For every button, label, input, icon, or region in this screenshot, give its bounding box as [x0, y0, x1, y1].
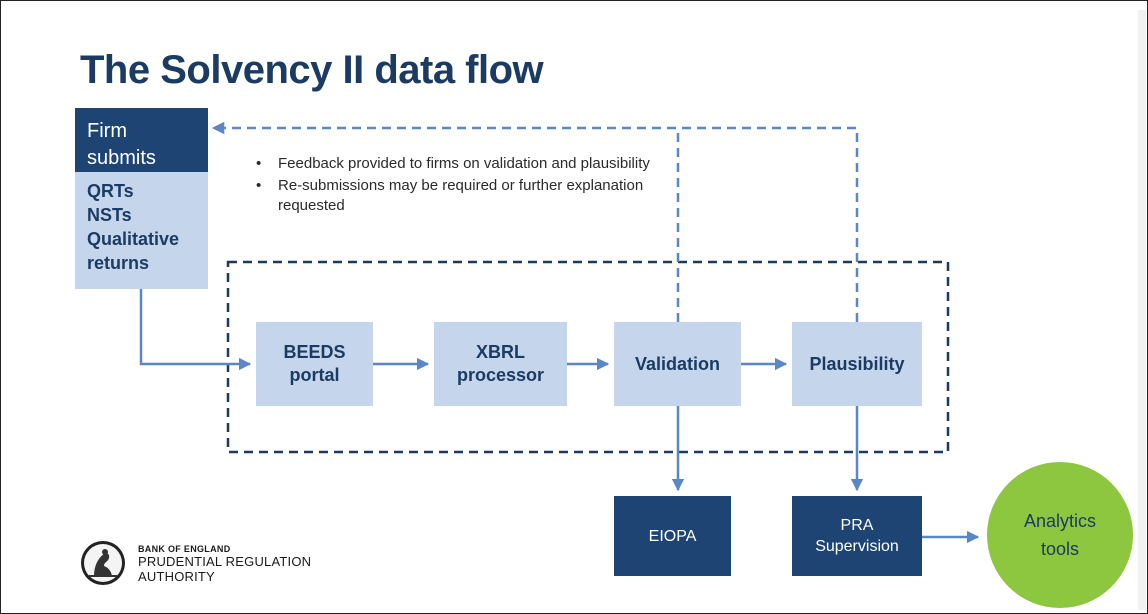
firm-item: Qualitative — [87, 229, 180, 249]
firm-header-line: submits — [87, 147, 156, 169]
box-line: portal — [289, 365, 340, 385]
box-line: Plausibility — [809, 353, 905, 374]
eiopa-box: EIOPA — [614, 496, 731, 576]
slide-edge — [1138, 10, 1146, 610]
arrow-firm-to-beeds — [139, 289, 252, 371]
pra-supervision-box: PRA Supervision — [792, 496, 922, 576]
firm-submits-header: Firm submits — [75, 108, 208, 172]
xbrl-processor-box: XBRL processor — [434, 322, 567, 406]
beeds-portal-box: BEEDS portal — [256, 322, 373, 406]
logo-line: PRUDENTIAL REGULATION — [138, 554, 312, 569]
circle-line: Analytics — [1023, 511, 1097, 531]
logo-line: AUTHORITY — [138, 569, 215, 584]
slide-title: The Solvency II data flow — [80, 48, 544, 92]
box-line: Supervision — [815, 538, 899, 555]
box-line: EIOPA — [648, 527, 697, 545]
box-line: processor — [456, 365, 545, 385]
box-line: PRA — [840, 517, 874, 534]
firm-item: NSTs — [87, 205, 132, 225]
britannia-seal-icon — [81, 541, 125, 585]
logo-line: BANK OF ENGLAND — [138, 544, 231, 554]
firm-item: QRTs — [87, 181, 134, 201]
circle-line: tools — [1040, 539, 1080, 559]
validation-box: Validation — [614, 322, 741, 406]
feedback-note: Feedback provided to firms on validation… — [256, 154, 656, 174]
firm-submissions-list: QRTs NSTs Qualitative returns — [75, 172, 208, 289]
box-line: Validation — [634, 353, 721, 374]
feedback-line-plausibility — [211, 121, 859, 322]
feedback-note: Re-submissions may be required or furthe… — [256, 176, 656, 216]
box-line: BEEDS — [283, 342, 346, 362]
plausibility-box: Plausibility — [792, 322, 922, 406]
analytics-tools-circle: Analytics tools — [987, 462, 1133, 608]
logo-wordmark: BANK OF ENGLAND PRUDENTIAL REGULATION AU… — [138, 544, 378, 584]
processing-boundary — [226, 260, 950, 454]
box-line: XBRL — [475, 342, 525, 362]
firm-header-line: Firm — [87, 120, 127, 142]
firm-item: returns — [87, 253, 150, 273]
feedback-notes: Feedback provided to firms on validation… — [256, 154, 656, 218]
